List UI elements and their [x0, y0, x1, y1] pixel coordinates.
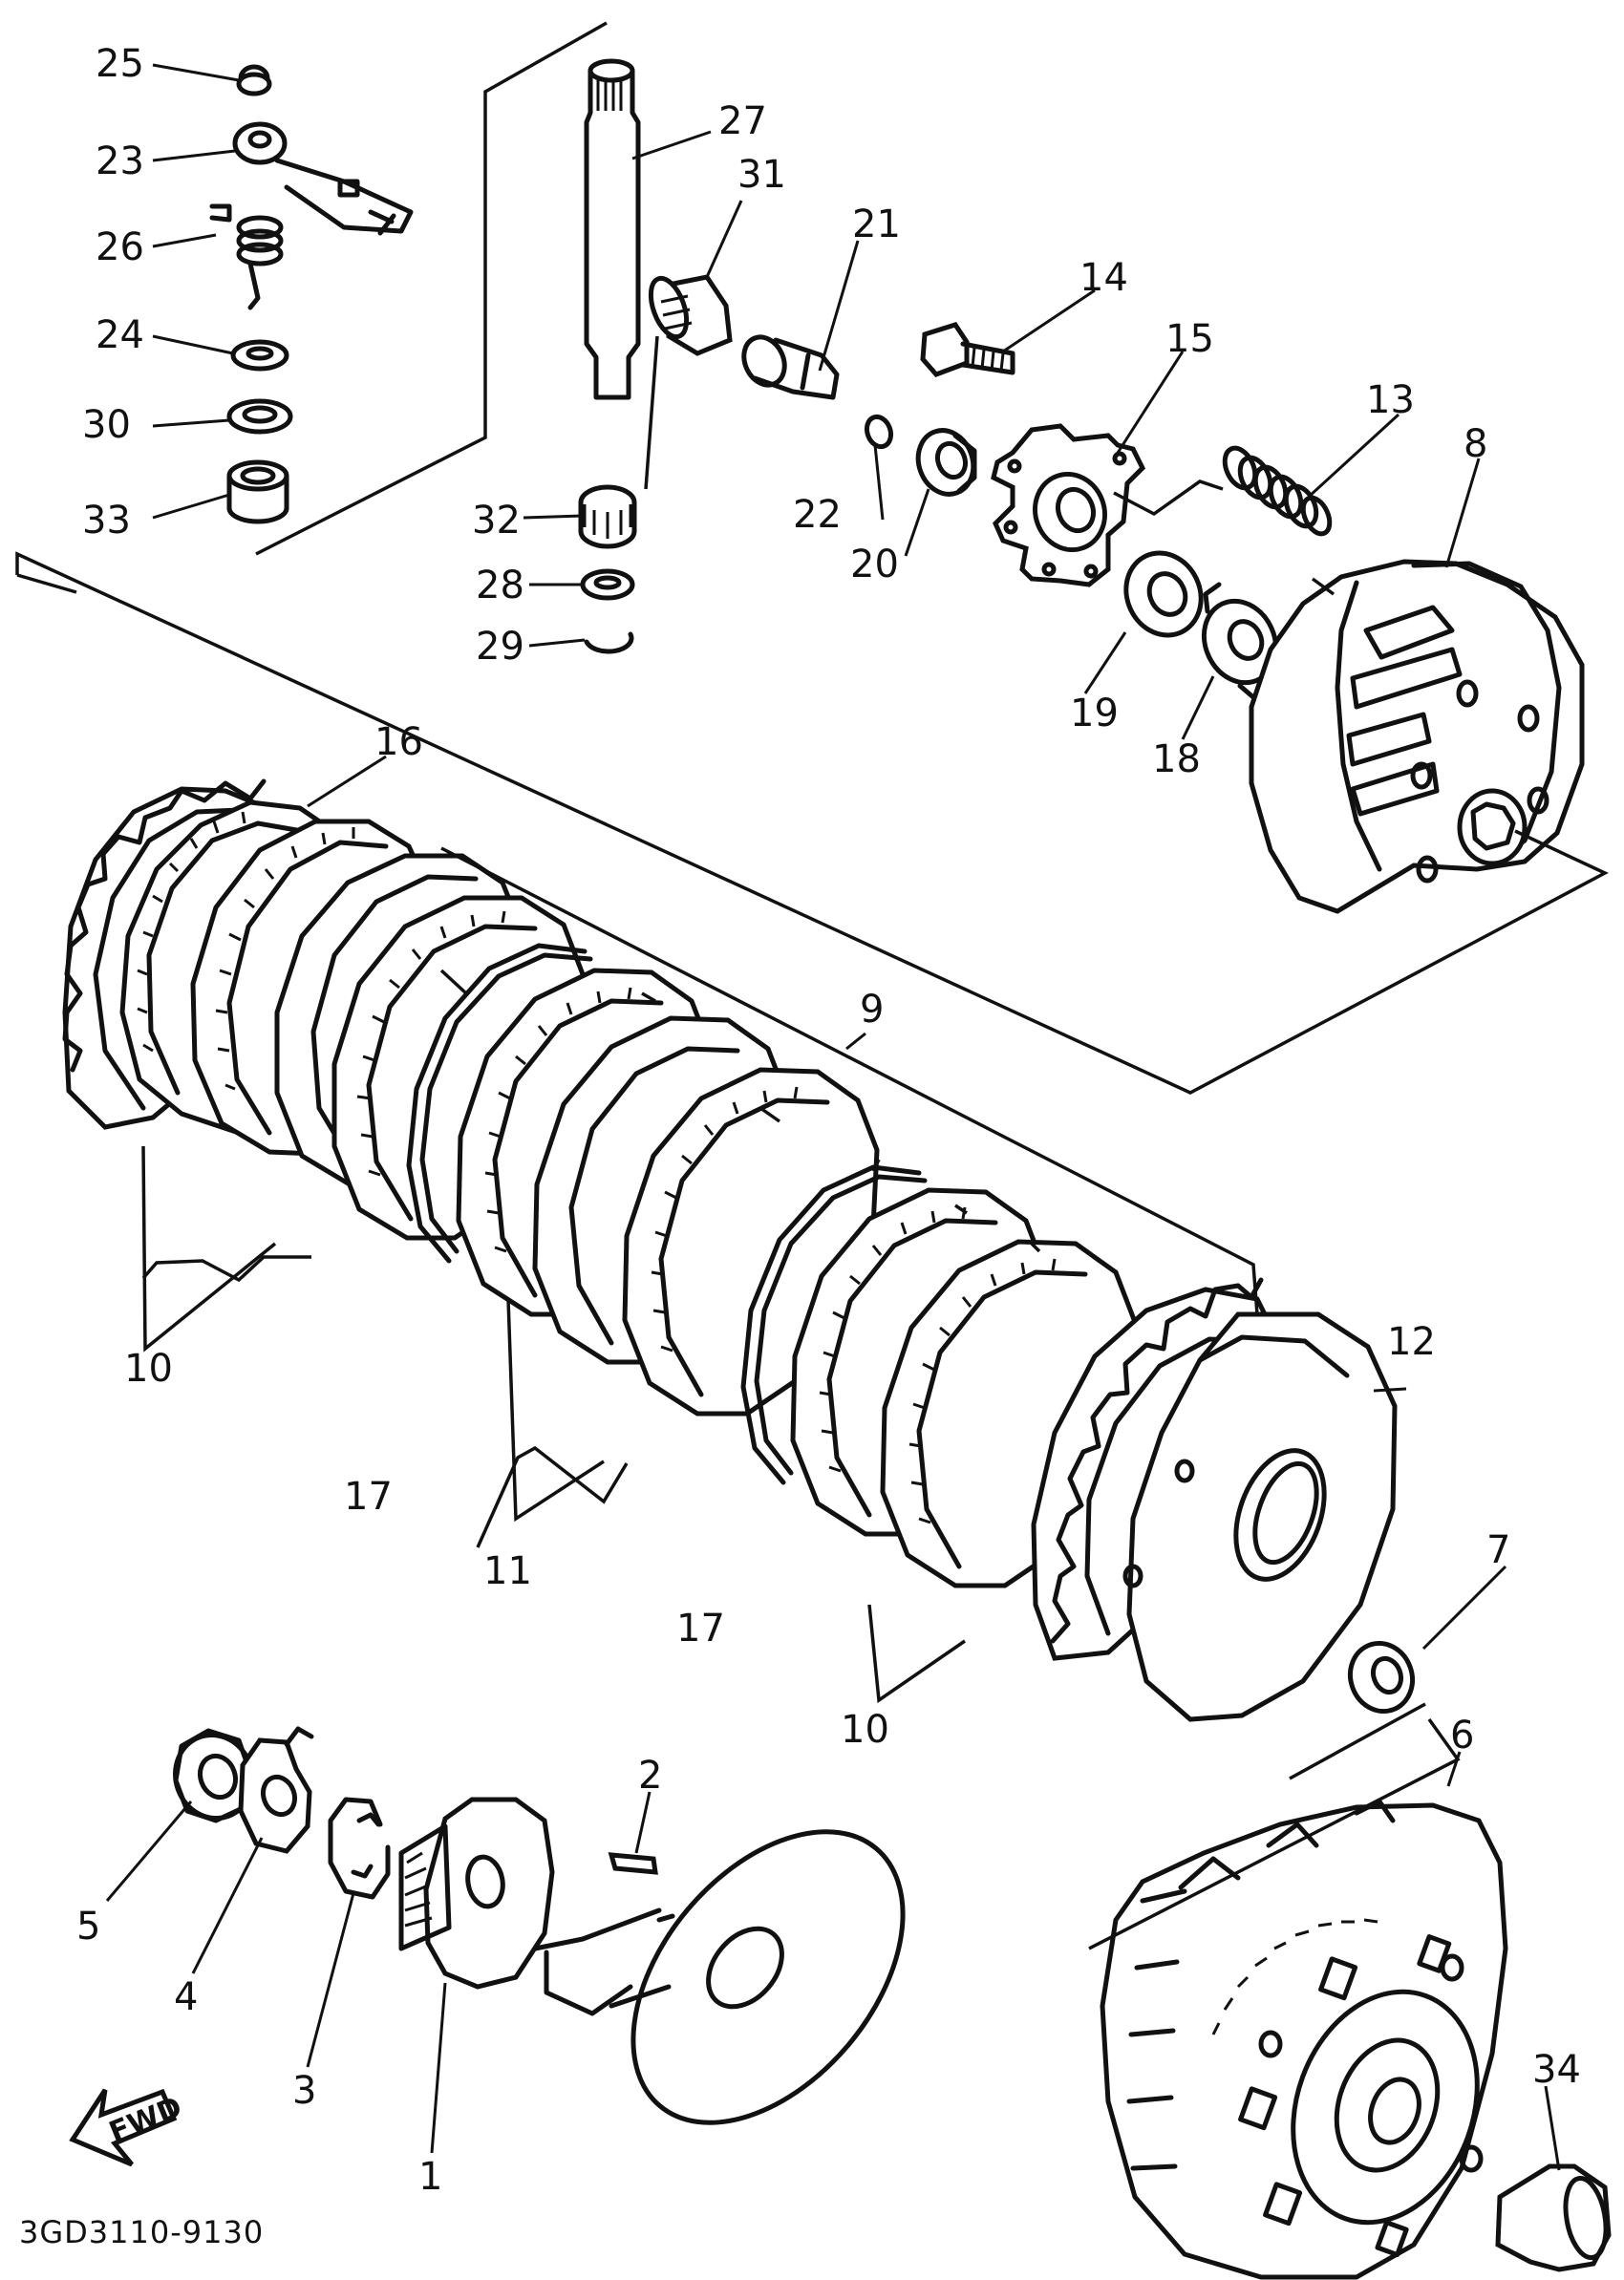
- callout-12: 12: [1387, 1320, 1436, 1364]
- callout-labels: 25 23 26 24 30 33 27 31 21 14 15 13 8 32…: [76, 42, 1581, 2199]
- callout-16: 16: [374, 720, 423, 764]
- part-20-bearing: [915, 428, 977, 497]
- callout-22: 22: [793, 493, 842, 537]
- part-18-lock-washer: [1201, 582, 1279, 700]
- part-22-ball: [864, 414, 894, 450]
- callout-30: 30: [82, 403, 131, 447]
- push-lever-group: [209, 21, 608, 556]
- callout-29: 29: [476, 625, 524, 669]
- part-15-pressure-plate: [991, 423, 1146, 587]
- callout-3: 3: [292, 2069, 316, 2113]
- callout-17-left: 17: [344, 1475, 393, 1519]
- callout-32: 32: [472, 499, 521, 543]
- callout-27: 27: [718, 99, 767, 143]
- callout-leaders: [105, 63, 1561, 2171]
- part-28-washer: [580, 568, 635, 601]
- part-32-gear: [578, 335, 659, 549]
- callout-17-right: 17: [676, 1607, 725, 1651]
- callout-19: 19: [1070, 692, 1119, 735]
- part-33-bush: [226, 459, 289, 524]
- callout-6: 6: [1450, 1714, 1474, 1758]
- callout-9: 9: [860, 988, 884, 1032]
- callout-5: 5: [76, 1905, 100, 1949]
- callout-18: 18: [1152, 737, 1201, 781]
- part-17-wire-ring-a: [406, 943, 593, 1264]
- callout-24: 24: [96, 313, 144, 357]
- callout-13: 13: [1366, 378, 1415, 422]
- callout-28: 28: [476, 564, 524, 607]
- callout-20: 20: [850, 543, 899, 586]
- part-1-primary-drive-gear: [398, 1797, 906, 2125]
- part-23-lever: [232, 121, 414, 236]
- part-13-clutch-spring: [1113, 445, 1333, 537]
- part-34-spacer: [1495, 2163, 1612, 2272]
- callout-26: 26: [96, 225, 144, 269]
- callout-8: 8: [1464, 422, 1487, 466]
- callout-34: 34: [1532, 2048, 1581, 2092]
- fwd-arrow-icon: FWD: [69, 2088, 186, 2167]
- callout-33: 33: [82, 499, 131, 543]
- part-7-circlip: [1348, 1640, 1415, 1715]
- callout-1: 1: [418, 2155, 442, 2199]
- part-8-clutch-boss: [15, 551, 1609, 1095]
- part-27-push-shaft: [584, 58, 641, 400]
- part-2-key: [608, 1852, 658, 1875]
- part-24-washer: [230, 339, 289, 372]
- part-17-wire-ring-b: [740, 1164, 928, 1485]
- callout-7: 7: [1486, 1528, 1510, 1572]
- part-30-seal: [226, 398, 293, 435]
- callout-10-right: 10: [841, 1708, 889, 1752]
- callout-15: 15: [1165, 317, 1214, 361]
- part-19-nut: [1123, 550, 1204, 638]
- part-3-circlip: [328, 1797, 391, 1900]
- part-5-nut: [173, 1728, 255, 1823]
- part-29-circlip: [584, 631, 634, 654]
- callout-21: 21: [852, 202, 901, 246]
- part-4-lock-washer: [238, 1726, 314, 1854]
- callout-14: 14: [1079, 256, 1128, 300]
- diagram-caption: 3GD3110-9130: [19, 2214, 264, 2250]
- part-25-circlip: [238, 64, 270, 81]
- callout-4: 4: [174, 1975, 198, 2019]
- callout-23: 23: [96, 139, 144, 183]
- part-6-clutch-housing: [1088, 1717, 1508, 2280]
- part-21-push-rod: [741, 334, 840, 400]
- clutch-plate-stack: [62, 778, 1426, 1780]
- callout-11: 11: [483, 1549, 532, 1593]
- callout-25: 25: [96, 42, 144, 86]
- part-26-spring: [209, 203, 284, 310]
- part-14-bolt: [920, 322, 1015, 377]
- part-31-pinion-sleeve: [648, 274, 733, 356]
- part-12-pressure-plate: [1122, 1311, 1398, 1722]
- callout-10-left: 10: [124, 1347, 173, 1391]
- callout-31: 31: [737, 153, 786, 197]
- callout-2: 2: [638, 1754, 662, 1798]
